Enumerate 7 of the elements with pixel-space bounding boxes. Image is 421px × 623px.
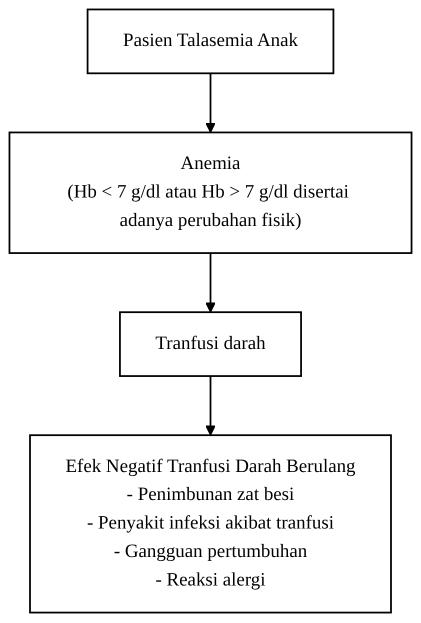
node-box: Pasien Talasemia Anak: [86, 8, 334, 74]
arrow: [205, 73, 216, 133]
node-box: Efek Negatif Tranfusi Darah Berulang - Penimbunan zat besi - Penyakit infeksi akibat tranfusi - Gangguan pertumbuhan - Reaksi alergi: [29, 434, 392, 614]
arrow: [205, 376, 216, 436]
node-box: Tranfusi darah: [119, 311, 302, 377]
arrow: [205, 253, 216, 313]
node-box: Anemia (Hb < 7 g/dl atau Hb > 7 g/dl disertai adanya perubahan fisik): [8, 132, 412, 254]
